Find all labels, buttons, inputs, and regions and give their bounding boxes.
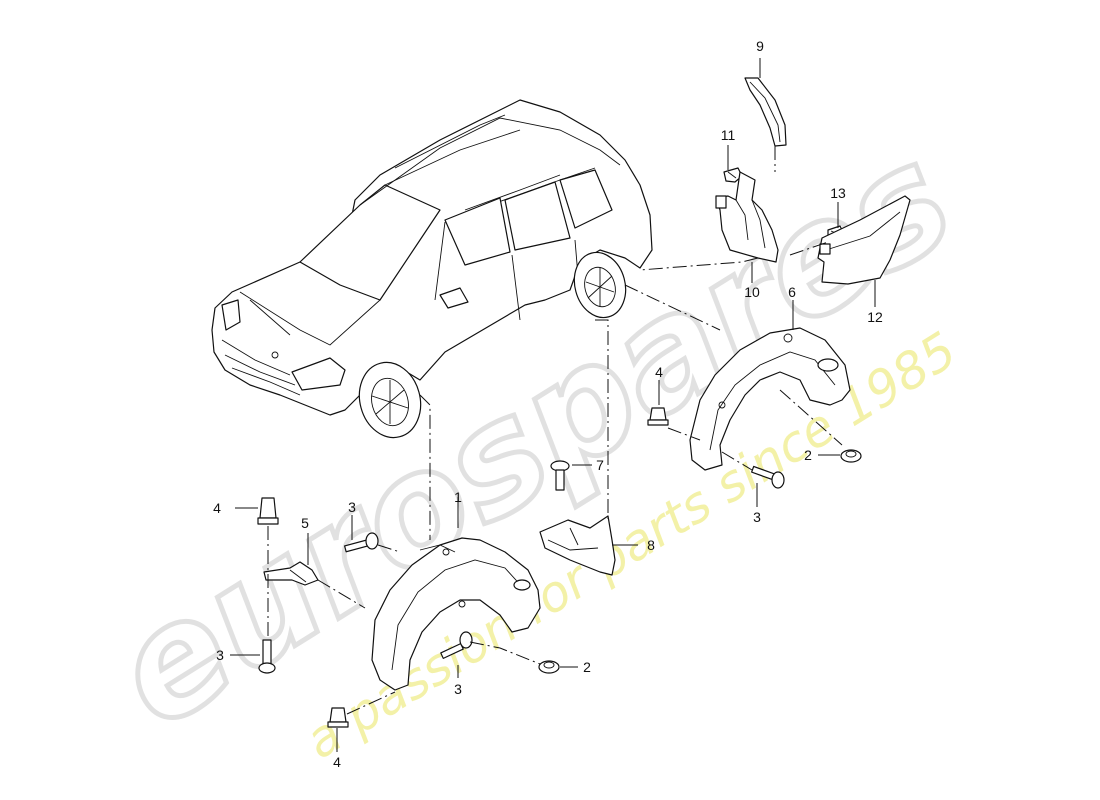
callout-5[interactable]: 5 <box>301 515 309 531</box>
part-12-trim-panel[interactable] <box>817 195 911 285</box>
part-1-front-wheel-liner[interactable] <box>371 537 541 691</box>
vehicle-illustration <box>211 99 653 439</box>
callout-11[interactable]: 11 <box>721 127 736 143</box>
callout-1[interactable]: 1 <box>454 489 462 505</box>
part-6-rear-wheel-liner[interactable] <box>689 327 851 471</box>
callout-6[interactable]: 6 <box>788 284 796 300</box>
callout-9[interactable]: 9 <box>756 38 764 54</box>
callout-4-middle[interactable]: 4 <box>655 364 663 380</box>
callout-12[interactable]: 12 <box>867 309 883 325</box>
part-3-screw-c[interactable] <box>440 631 473 659</box>
part-3-screw-a[interactable] <box>343 532 379 553</box>
callout-3-lower[interactable]: 3 <box>454 681 462 697</box>
part-4-nut-c[interactable] <box>327 707 349 728</box>
callout-2-upper[interactable]: 2 <box>804 447 812 463</box>
part-3-screw-b[interactable] <box>258 639 276 674</box>
part-2-nut-b[interactable] <box>538 660 560 674</box>
part-4-nut-a[interactable] <box>257 497 279 525</box>
callout-8[interactable]: 8 <box>647 537 655 553</box>
leader-lines <box>230 58 876 752</box>
part-2-nut-a[interactable] <box>840 449 862 463</box>
assembly-lines <box>267 146 843 715</box>
part-4-nut-b[interactable] <box>647 407 669 426</box>
callout-3-left[interactable]: 3 <box>216 647 224 663</box>
callout-4-left[interactable]: 4 <box>213 500 221 516</box>
part-3-screw-d[interactable] <box>751 465 785 489</box>
part-7-screw[interactable] <box>550 460 570 491</box>
part-8-mud-flap[interactable] <box>539 515 616 576</box>
callout-13[interactable]: 13 <box>830 185 846 201</box>
part-9-trim-strip[interactable] <box>744 77 787 147</box>
callout-3-right[interactable]: 3 <box>753 509 761 525</box>
callout-labels: 1 2 2 3 3 3 3 4 4 4 5 6 7 8 9 10 11 12 1… <box>213 38 883 770</box>
callout-10[interactable]: 10 <box>744 284 760 300</box>
callout-2-lower[interactable]: 2 <box>583 659 591 675</box>
callout-4-bottom[interactable]: 4 <box>333 754 341 770</box>
callout-7[interactable]: 7 <box>596 457 604 473</box>
callout-3-upper-left[interactable]: 3 <box>348 499 356 515</box>
